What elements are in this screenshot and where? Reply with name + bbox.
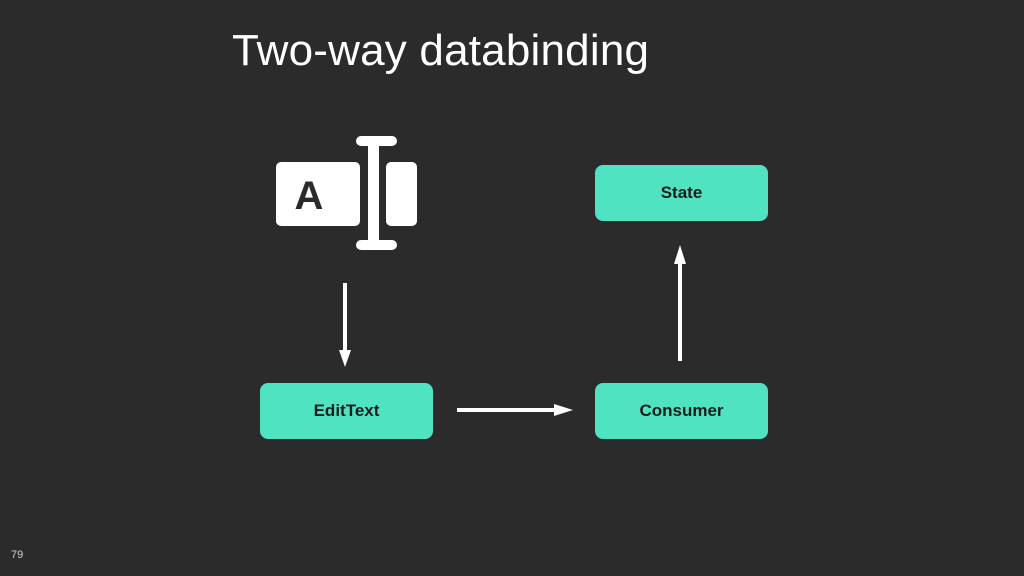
state-node-label: State bbox=[660, 183, 703, 202]
consumer-node-label: Consumer bbox=[639, 401, 724, 420]
edittext-node-label: EditText bbox=[313, 401, 380, 420]
slide-title: Two-way databinding bbox=[232, 26, 650, 75]
edittext-node: EditText bbox=[260, 383, 433, 439]
text-field-left-body bbox=[276, 162, 360, 226]
arrow-consumer-to-state-head bbox=[674, 245, 686, 264]
arrow-icon-to-edittext-head bbox=[339, 350, 351, 367]
cursor-bottom-serif bbox=[356, 240, 397, 250]
consumer-node: Consumer bbox=[595, 383, 768, 439]
text-field-right-body bbox=[386, 162, 417, 226]
cursor-stem bbox=[368, 138, 379, 248]
text-field-letter: A bbox=[295, 174, 324, 218]
page-number: 79 bbox=[11, 549, 24, 561]
cursor-top-serif bbox=[356, 136, 397, 146]
state-node: State bbox=[595, 165, 768, 221]
arrow-edittext-to-consumer-head bbox=[554, 404, 573, 416]
